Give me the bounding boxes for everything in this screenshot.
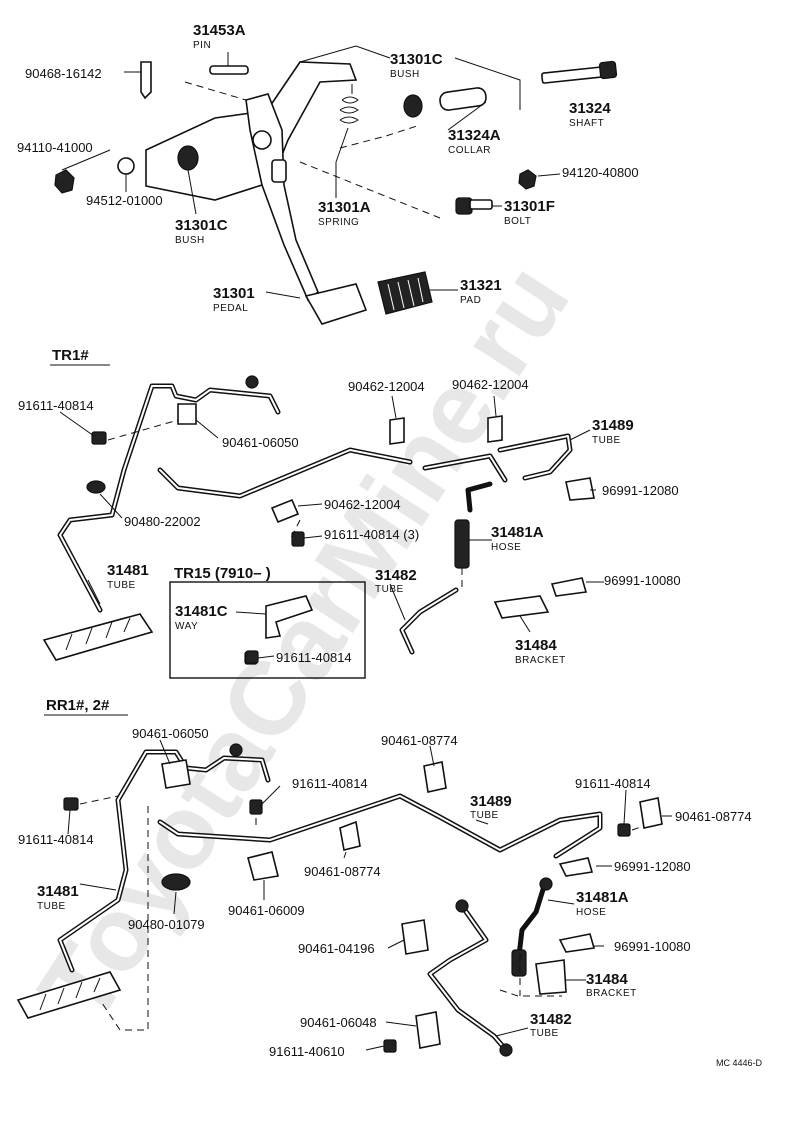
rr1-bolt-c: 91611-40814 xyxy=(18,832,94,847)
rr1-tube-part-name: TUBE xyxy=(470,810,499,821)
tr1-tube3-part-number: 31482 xyxy=(375,567,417,584)
shaft-part-number: 31324 xyxy=(569,100,611,117)
rr1-tube3-part-name: TUBE xyxy=(530,1028,559,1039)
pin-part-number: 31453A xyxy=(193,22,246,39)
bush-lower-part-name: BUSH xyxy=(175,235,205,246)
tr1-way-bolt: 91611-40814 xyxy=(276,650,352,665)
shaft-icon xyxy=(541,60,618,84)
tr1-tube2-part-number: 31481 xyxy=(107,562,149,579)
spring-part-number: 31301A xyxy=(318,199,371,216)
tr15-header: TR15 (7910– ) xyxy=(174,565,271,582)
bolt-part-name: BOLT xyxy=(504,216,531,227)
tr1-section-header: TR1# xyxy=(52,347,89,364)
rr1-clamp-a: 90461-06050 xyxy=(132,726,209,741)
rr1-tube2-part-name: TUBE xyxy=(37,901,66,912)
bush-icon xyxy=(403,94,423,118)
rr1-hose-part-number: 31481A xyxy=(576,889,629,906)
collar-part-number: 31324A xyxy=(448,127,501,144)
bush-lower-part-number: 31301C xyxy=(175,217,228,234)
rr1-bracket-part-number: 31484 xyxy=(586,971,628,988)
pedal-part-number: 31301 xyxy=(213,285,255,302)
pin-icon xyxy=(209,65,249,75)
tr1-tube-part-number: 31489 xyxy=(592,417,634,434)
tr15-way-drawing xyxy=(235,595,314,664)
rr1-bracket-part-name: BRACKET xyxy=(586,988,637,999)
rr1-section-header: RR1#, 2# xyxy=(46,697,110,714)
return-spring-icon xyxy=(335,84,359,163)
tr1-bolt-b: 91611-40814 (3) xyxy=(324,527,419,542)
rr1-tube-part-number: 31489 xyxy=(470,793,512,810)
rr1-clip-a: 96991-12080 xyxy=(614,859,691,874)
tr1-bracket-part-number: 31484 xyxy=(515,637,557,654)
rr1-clamp-f: 90461-04196 xyxy=(298,941,375,956)
spring-part-name: SPRING xyxy=(318,217,359,228)
pedal-pad-icon xyxy=(377,271,433,315)
rr1-clamp-b: 90461-08774 xyxy=(381,733,458,748)
rr1-clamp-g: 90461-06048 xyxy=(300,1015,377,1030)
rr1-grommet: 90480-01079 xyxy=(128,917,205,932)
diagram-reference-code: MC 4446-D xyxy=(716,1058,763,1068)
rr1-tube3-part-number: 31482 xyxy=(530,1011,572,1028)
nut2-part-number: 94120-40800 xyxy=(562,165,639,180)
tr1-pipe-drawing xyxy=(42,375,604,665)
bush-icon xyxy=(177,145,199,171)
rr1-clamp-e: 90461-06009 xyxy=(228,903,305,918)
tr1-hose-part-name: HOSE xyxy=(491,542,521,553)
tr1-tube2-part-name: TUBE xyxy=(107,580,136,591)
rr1-clamp-c: 90461-08774 xyxy=(675,809,752,824)
tr1-tube3-part-name: TUBE xyxy=(375,584,404,595)
tr1-clip-e: 96991-10080 xyxy=(604,573,681,588)
bush-upper-part-number: 31301C xyxy=(390,51,443,68)
tr15-inset-box xyxy=(169,581,366,679)
nut-part-number: 94110-41000 xyxy=(17,140,93,155)
rr1-tube2-part-number: 31481 xyxy=(37,883,79,900)
collar-part-name: COLLAR xyxy=(448,145,491,156)
bush-upper-part-name: BUSH xyxy=(390,69,420,80)
tr1-clip-a: 90462-12004 xyxy=(348,379,425,394)
rr1-hose-part-name: HOSE xyxy=(576,907,606,918)
nut-icon xyxy=(518,169,537,190)
rr1-pipe-drawing xyxy=(16,739,672,1057)
pad-part-name: PAD xyxy=(460,295,481,306)
clip-part-number: 90468-16142 xyxy=(25,66,102,81)
tr1-bracket-part-name: BRACKET xyxy=(515,655,566,666)
tr1-way-part-name: WAY xyxy=(175,621,198,632)
rr1-clamp-d: 90461-08774 xyxy=(304,864,381,879)
collar-icon xyxy=(439,87,487,111)
bolt-icon xyxy=(455,197,493,215)
bolt-part-number: 31301F xyxy=(504,198,555,215)
shaft-part-name: SHAFT xyxy=(569,118,604,129)
washer-part-number: 94512-01000 xyxy=(86,193,163,208)
tr1-grommet: 90480-22002 xyxy=(124,514,201,529)
pedal-assembly-drawing xyxy=(54,45,618,325)
tr1-way-part-number: 31481C xyxy=(175,603,228,620)
pin-part-name: PIN xyxy=(193,40,211,51)
clip-icon xyxy=(140,61,152,100)
pedal-part-name: PEDAL xyxy=(213,303,248,314)
tr1-clip-c: 96991-12080 xyxy=(602,483,679,498)
tr1-clip-d: 90462-12004 xyxy=(324,497,401,512)
rr1-bolt-a: 91611-40814 xyxy=(292,776,368,791)
pad-part-number: 31321 xyxy=(460,277,502,294)
washer-icon xyxy=(117,157,135,175)
rr1-bolt-b: 91611-40814 xyxy=(575,776,651,791)
tr1-tube-part-name: TUBE xyxy=(592,435,621,446)
tr1-hose-part-number: 31481A xyxy=(491,524,544,541)
tr1-clamp-a: 90461-06050 xyxy=(222,435,299,450)
rr1-bolt-d: 91611-40610 xyxy=(269,1044,345,1059)
tr1-bolt-a: 91611-40814 xyxy=(18,398,94,413)
tr1-clip-b: 90462-12004 xyxy=(452,377,529,392)
rr1-clip-b: 96991-10080 xyxy=(614,939,691,954)
nut-icon xyxy=(54,169,75,194)
